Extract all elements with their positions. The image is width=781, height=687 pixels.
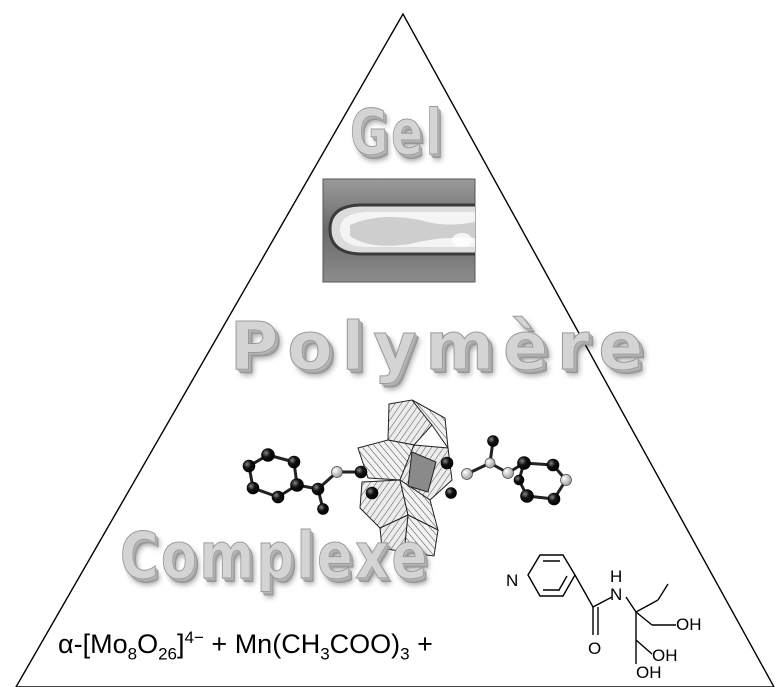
formula-o-count: 26 (158, 644, 178, 664)
ligand-structure (527, 554, 676, 655)
mo-polyhedra (357, 399, 453, 557)
formula-alpha: α (58, 629, 74, 659)
formula-oxygen: O (137, 629, 159, 659)
pyridine-ring (527, 554, 576, 597)
carbonyl-oxygen: O (588, 639, 601, 658)
ring-nitrogen: N (506, 571, 518, 590)
formula-ch-count: 3 (320, 644, 330, 664)
formula-plus: + (409, 629, 433, 659)
atoms-dark (242, 435, 561, 515)
amide-hydrogen: H (610, 567, 622, 586)
formula-bracket-close: ] (177, 629, 185, 659)
gel-photo (322, 178, 476, 283)
formula-mo: -[Mo (73, 629, 128, 659)
amide-nitrogen: N (610, 585, 622, 604)
molecular-structure (242, 399, 572, 557)
formula-acetate: COO) (329, 629, 401, 659)
hydroxyl-2: OH (652, 646, 678, 665)
formula-coo-count: 3 (400, 644, 410, 664)
formula-charge: 4− (184, 628, 204, 647)
formula-mo-count: 8 (127, 644, 138, 664)
formula-manganese: + Mn(CH (203, 629, 321, 659)
hydroxyl-3: OH (636, 663, 662, 682)
complex-label: Complexe (120, 520, 430, 595)
polymer-label: Polymère (229, 308, 653, 386)
reaction-formula: α-[Mo8O26]4− + Mn(CH3COO)3 + (58, 628, 433, 664)
atoms-light (331, 457, 572, 486)
hydroxyl-1: OH (676, 615, 702, 634)
gel-label: Gel (350, 96, 445, 170)
triangle-outline (15, 12, 775, 687)
